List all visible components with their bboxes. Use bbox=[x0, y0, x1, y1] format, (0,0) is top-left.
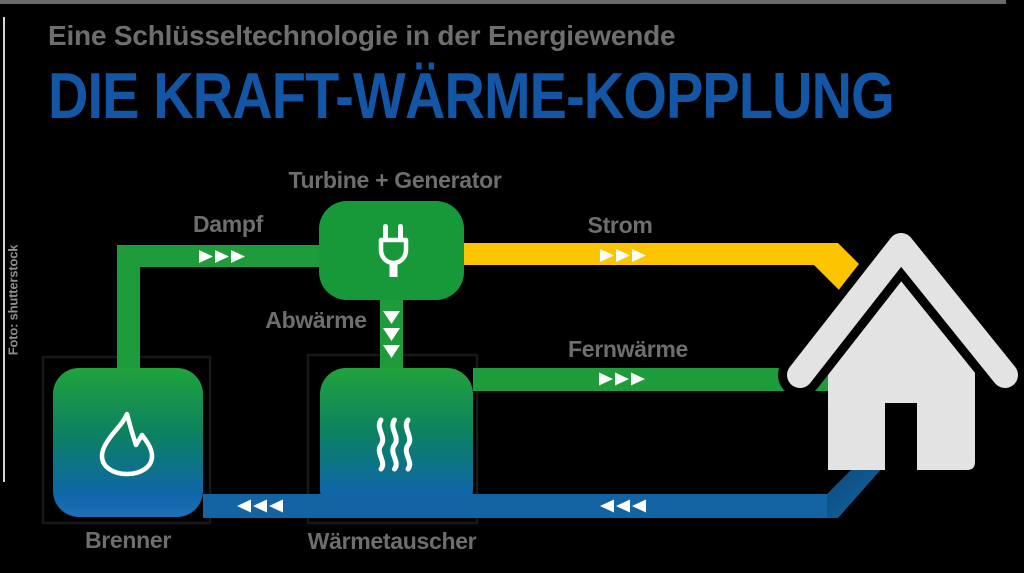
top-photo-edge-bar bbox=[0, 0, 1006, 4]
ruecklauf-pipe-bend bbox=[827, 466, 884, 518]
ruecklauf-flow-arrows-left-mid bbox=[237, 499, 283, 513]
fernwaerme-flow-arrows-right bbox=[599, 372, 645, 386]
turbine-generator-box bbox=[319, 201, 464, 300]
plug-icon bbox=[378, 224, 409, 277]
abwaerme-label: Abwärme bbox=[265, 307, 367, 333]
strom-label: Strom bbox=[587, 212, 653, 238]
fernwaerme-pipe bbox=[473, 368, 829, 391]
eyebrow-subtitle: Eine Schlüsseltechnologie in der Energie… bbox=[48, 20, 676, 51]
abwaerme-flow-arrows-down bbox=[383, 311, 400, 358]
turbine-generator-label: Turbine + Generator bbox=[288, 167, 502, 193]
dampf-pipe-vertical bbox=[117, 245, 140, 375]
house-icon bbox=[778, 224, 1024, 470]
ruecklauf-pipe bbox=[203, 494, 827, 518]
waermetauscher-label: Wärmetauscher bbox=[307, 528, 477, 554]
flame-icon bbox=[99, 411, 155, 477]
ruecklauf-flow-arrows-left-right bbox=[600, 499, 646, 513]
dampf-label: Dampf bbox=[192, 211, 264, 237]
left-divider-line bbox=[3, 17, 5, 482]
brenner-label: Brenner bbox=[84, 527, 172, 553]
strom-flow-arrows-right bbox=[600, 249, 646, 262]
heat-waves-icon bbox=[376, 417, 413, 472]
dampf-flow-arrows-right bbox=[199, 250, 245, 263]
fernwaerme-label: Fernwärme bbox=[567, 336, 689, 362]
strom-pipe bbox=[464, 243, 875, 305]
brenner-box bbox=[53, 368, 203, 517]
page-title: DIE KRAFT-WÄRME-KOPPLUNG bbox=[48, 59, 895, 132]
